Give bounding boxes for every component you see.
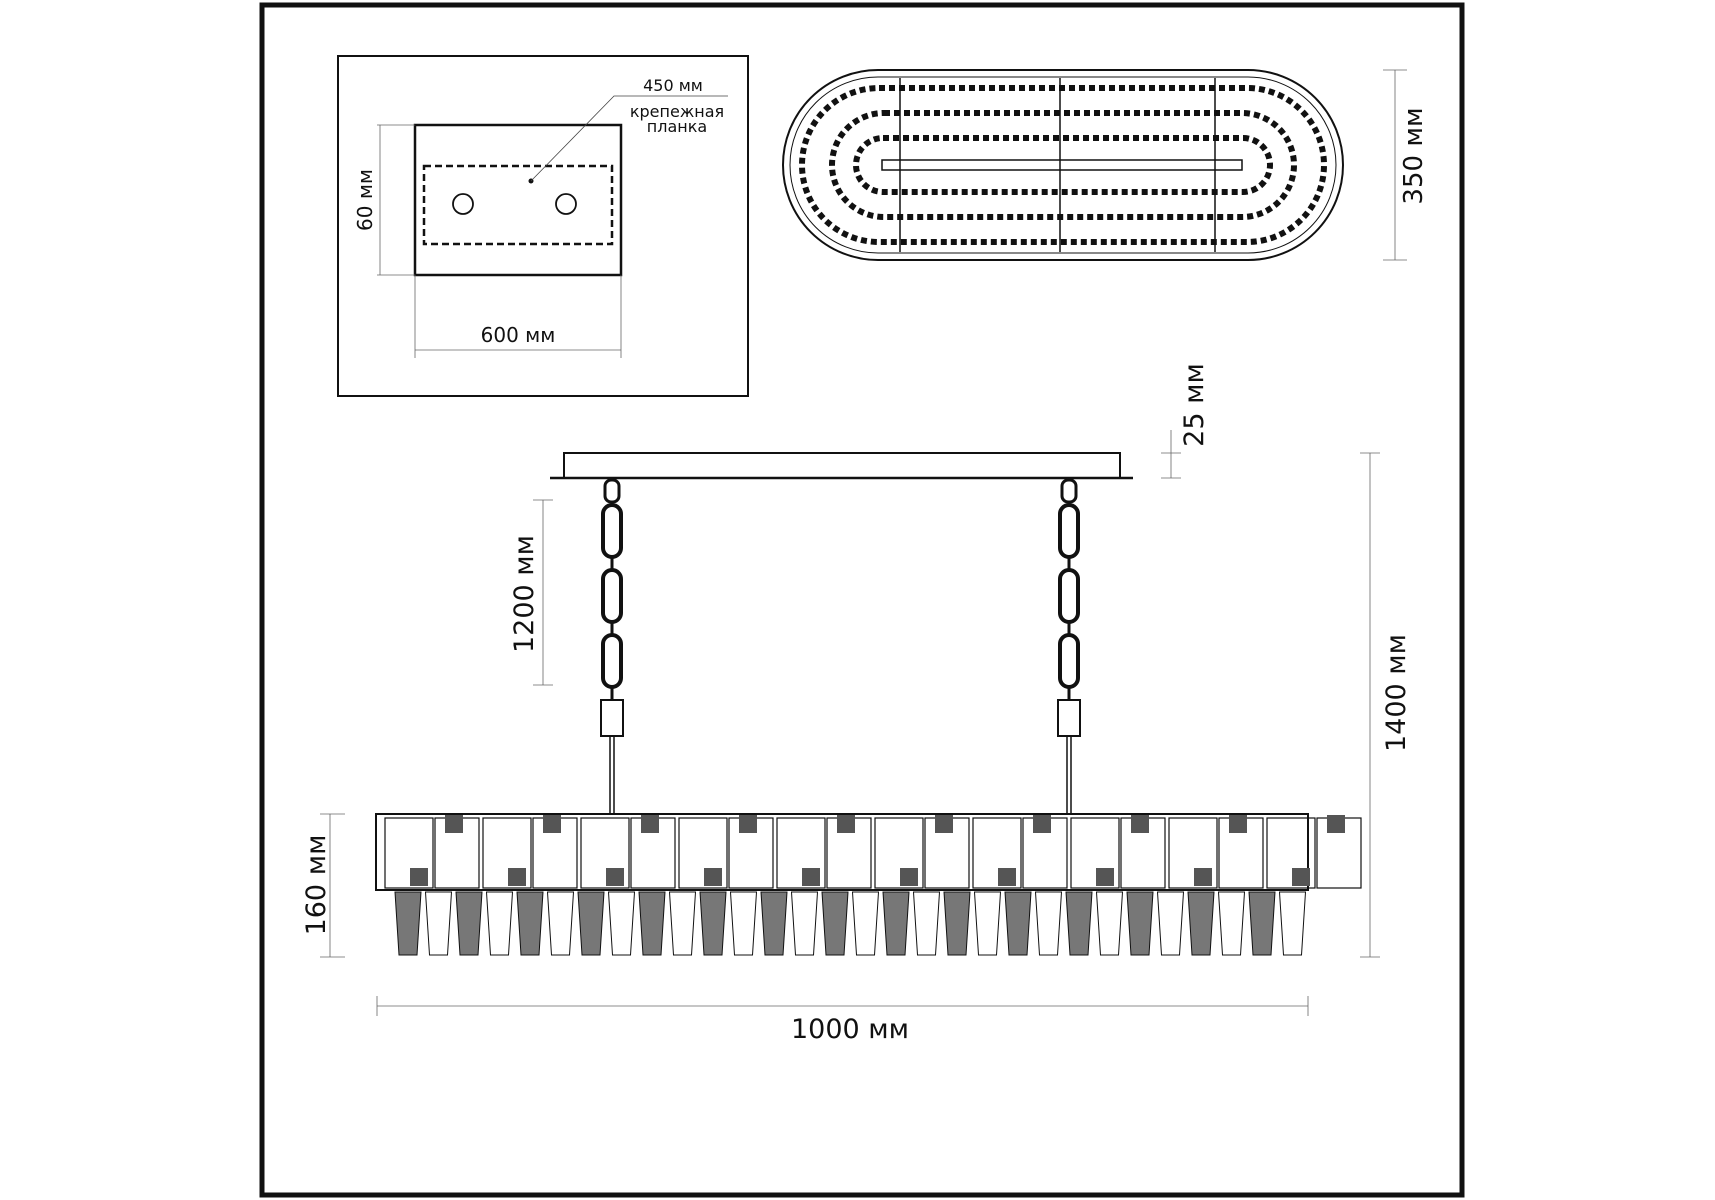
hanging-crystal [455, 891, 483, 956]
crystal-panel [1168, 815, 1264, 889]
hanging-crystal [394, 891, 422, 956]
hanging-crystal [912, 891, 941, 956]
crystal-panel [776, 815, 872, 889]
chain [1057, 478, 1081, 814]
crystal-panel [874, 815, 970, 889]
hanging-crystal [668, 891, 697, 956]
bar-label-line1: крепежная [630, 102, 724, 121]
hanging-crystal [699, 891, 727, 956]
chain-clamp [600, 699, 624, 737]
total-height-label: 1400 мм [1381, 634, 1412, 752]
hanging-crystal [821, 891, 849, 956]
hanging-crystal [1126, 891, 1154, 956]
hanging-crystal [1278, 891, 1307, 956]
screw-hole [452, 193, 474, 215]
hanging-crystal [1034, 891, 1063, 956]
width-label: 1000 мм [791, 1014, 909, 1045]
chain-clamp [1057, 699, 1081, 737]
lamp-body [375, 813, 1309, 891]
crystal-ring [799, 85, 1327, 245]
crystal-panel [1266, 815, 1362, 889]
crystal-ring [853, 135, 1273, 195]
top-view: 350 мм [782, 69, 1429, 261]
hanging-crystal [1248, 891, 1276, 956]
crystal-ring [829, 110, 1297, 220]
mounting-plate-inset: 450 мм крепежная планка 60 мм 600 мм [337, 55, 749, 397]
hanging-crystal [1217, 891, 1246, 956]
canopy-height-label: 25 мм [1179, 363, 1210, 447]
crystal-panel [678, 815, 774, 889]
plate-width-label: 600 мм [481, 323, 556, 347]
side-view: 1000 мм 1400 мм 25 мм 1200 мм 160 мм [301, 363, 1412, 1045]
hanging-crystal [1095, 891, 1124, 956]
hanging-crystal [546, 891, 575, 956]
crystal-panel [972, 815, 1068, 889]
screw-hole [555, 193, 577, 215]
hanging-crystal [729, 891, 758, 956]
hanging-crystal [1065, 891, 1093, 956]
hanging-crystal [638, 891, 666, 956]
bar-length-label: 450 мм [643, 76, 703, 95]
hanging-crystal [973, 891, 1002, 956]
hanging-crystal [882, 891, 910, 956]
hanging-crystal [760, 891, 788, 956]
mounting-bar [422, 164, 614, 246]
crystal-panel [580, 815, 676, 889]
mounting-plate [413, 123, 623, 277]
hanging-crystal [1004, 891, 1032, 956]
hanging-crystal [851, 891, 880, 956]
bar-label-line2: планка [647, 117, 707, 136]
hanging-crystal [424, 891, 453, 956]
hanging-crystal [943, 891, 971, 956]
crystal-panel [1070, 815, 1166, 889]
plate-height-label: 60 мм [353, 169, 377, 231]
crystal-panel [482, 815, 578, 889]
body-height-label: 160 мм [301, 835, 332, 936]
hanging-crystal [1156, 891, 1185, 956]
chain-length-label: 1200 мм [509, 535, 540, 653]
depth-label: 350 мм [1399, 107, 1429, 204]
hanging-crystal [485, 891, 514, 956]
hanging-crystal [1187, 891, 1215, 956]
chain [600, 478, 624, 814]
hanging-crystal [607, 891, 636, 956]
crystal-panel [384, 815, 480, 889]
hanging-crystal [790, 891, 819, 956]
page-frame [259, 2, 1465, 1198]
hanging-crystal [516, 891, 544, 956]
hanging-crystal [577, 891, 605, 956]
